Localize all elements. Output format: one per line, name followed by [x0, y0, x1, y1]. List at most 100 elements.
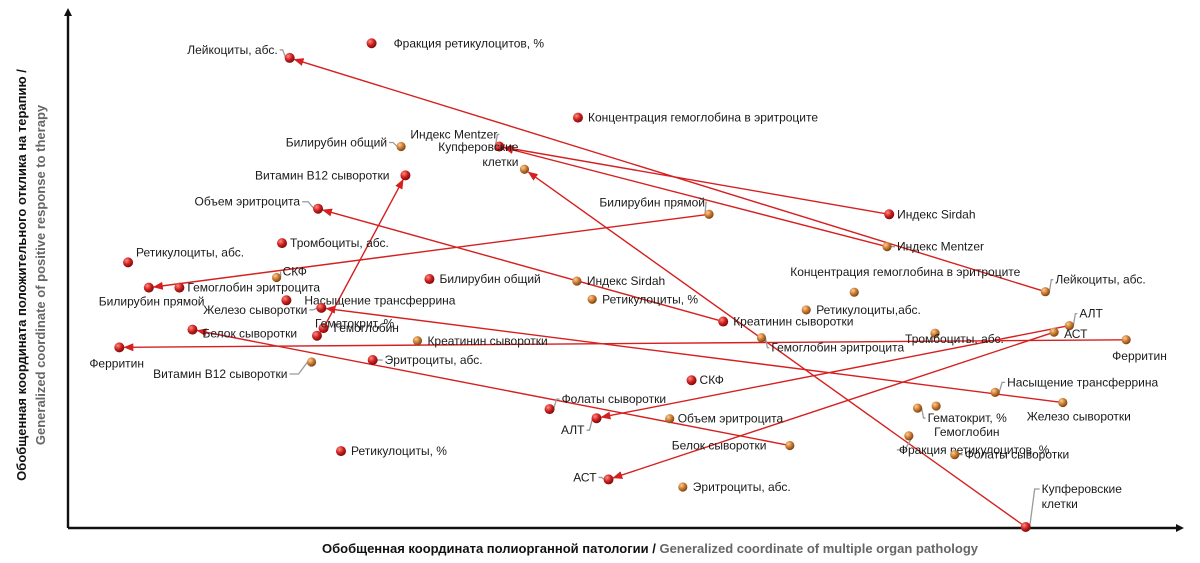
point-label-49: АСТ: [573, 470, 597, 484]
arrow-7: [196, 328, 790, 447]
point-6: [400, 170, 411, 181]
leader-22: [309, 307, 318, 311]
point-46: [785, 440, 795, 451]
point-28: [412, 336, 423, 346]
point-label-7: Объем эритроцита: [195, 195, 301, 209]
point-24: [718, 316, 729, 327]
arrow-1: [503, 146, 888, 248]
y-axis-title-en: Generalized coordinate of positive respo…: [33, 104, 48, 445]
point-label-43: Гематокрит, %: [928, 411, 1008, 425]
point-label-31: АСТ: [1064, 327, 1088, 341]
point-label-0: Лейкоциты, абс.: [187, 43, 277, 57]
point-12: [123, 257, 134, 268]
point-label-21: Насыщение трансферрина: [304, 293, 455, 307]
point-29: [930, 328, 940, 338]
point-15: [143, 282, 154, 293]
point-label-35: Витамин B12 сыворотки: [153, 367, 287, 381]
point-label-44: Гемоглобин: [934, 425, 999, 439]
point-11: [882, 242, 892, 252]
arrow-9: [321, 208, 724, 323]
arrow-4: [123, 339, 1127, 352]
point-16: [174, 282, 185, 293]
point-45: [904, 431, 914, 441]
point-label-12: Ретикулоциты, абс.: [136, 245, 244, 259]
point-label-47: Ретикулоциты, %: [351, 444, 447, 458]
leader-45: [896, 435, 914, 451]
leader-4: [494, 133, 500, 147]
point-5: [519, 164, 530, 174]
point-8: [704, 209, 714, 219]
point-42: [665, 414, 675, 424]
point-label-36: Эритроциты, абс.: [385, 353, 483, 367]
point-38: [990, 387, 1000, 397]
arrow-5: [322, 178, 404, 329]
point-7: [313, 203, 324, 214]
point-label-22: Железо сыворотки: [203, 303, 307, 317]
point-label-2: Концентрация гемоглобина в эритроците: [588, 111, 818, 125]
arrow-2: [503, 144, 890, 215]
arrow-8: [325, 305, 1063, 404]
point-18: [424, 274, 435, 285]
point-label-41: АЛТ: [561, 423, 585, 437]
point-label-32: Ферритин: [1112, 349, 1167, 363]
point-35: [306, 357, 317, 367]
leader-14: [1048, 279, 1054, 292]
leader-8: [704, 201, 708, 215]
point-label-15: Билирубин прямой: [99, 295, 205, 309]
point-37: [686, 375, 697, 386]
point-31: [1049, 327, 1059, 337]
point-51: [1020, 521, 1031, 532]
arrow-3: [152, 213, 710, 290]
arrow-10: [600, 324, 1070, 420]
leader-43: [920, 407, 926, 419]
leader-41: [586, 418, 594, 431]
point-27: [311, 330, 322, 341]
point-label-6: Витамин B12 сыворотки: [255, 168, 389, 182]
point-43: [912, 403, 923, 413]
point-label-50: Эритроциты, абс.: [693, 480, 791, 494]
point-50: [678, 482, 688, 492]
point-label-30: АЛТ: [1079, 307, 1103, 321]
point-label-23: Ретикулоциты,абс.: [816, 303, 921, 317]
point-34: [114, 342, 125, 353]
point-10: [277, 238, 288, 249]
point-32: [1121, 335, 1131, 345]
x-axis-title: Обобщенная координата полиорганной патол…: [322, 541, 979, 556]
point-17: [271, 272, 282, 283]
leader-35: [289, 361, 309, 375]
point-48: [950, 450, 960, 460]
leader-33: [764, 337, 770, 349]
point-44: [931, 401, 941, 411]
arrow-6: [527, 171, 1027, 528]
leader-40: [552, 398, 560, 410]
point-49: [603, 474, 614, 485]
y-axis-title-ru: Обобщенная координата положительного отк…: [14, 69, 29, 481]
point-23: [801, 305, 811, 315]
point-label-40: Фолаты сыворотки: [562, 392, 666, 406]
point-label-3: Билирубин общий: [286, 135, 387, 149]
point-33: [756, 333, 767, 343]
point-0: [284, 52, 295, 63]
point-1: [366, 38, 377, 49]
point-21: [281, 295, 292, 306]
point-9: [884, 209, 895, 220]
point-20: [587, 294, 597, 304]
point-label-25: Гемоглобин: [334, 321, 399, 335]
point-label-13: Концентрация гемоглобина в эритроците: [790, 265, 1020, 279]
point-19: [572, 276, 582, 286]
point-label-17: СКФ: [283, 265, 307, 279]
point-label-37: СКФ: [700, 373, 724, 387]
leader-51: [1029, 488, 1040, 528]
point-label-48: Фолаты сыворотки: [965, 448, 1069, 462]
point-label-4: Индекс Mentzer: [410, 127, 497, 141]
leader-3: [389, 141, 398, 147]
point-label-45: Фракция ретикулоцитов, %: [899, 443, 1050, 457]
leader-0: [279, 49, 287, 59]
point-2: [572, 112, 583, 123]
point-label-33: Гемоглобин эритроцита: [771, 341, 904, 355]
point-label-10: Тромбоциты, абс.: [290, 236, 389, 250]
point-label-9: Индекс Sirdah: [897, 207, 975, 221]
point-label-16: Гемоглобин эритроцита: [187, 281, 320, 295]
point-label-28: Креатинин сыворотки: [427, 334, 547, 348]
point-label-14: Лейкоциты, абс.: [1055, 273, 1145, 287]
